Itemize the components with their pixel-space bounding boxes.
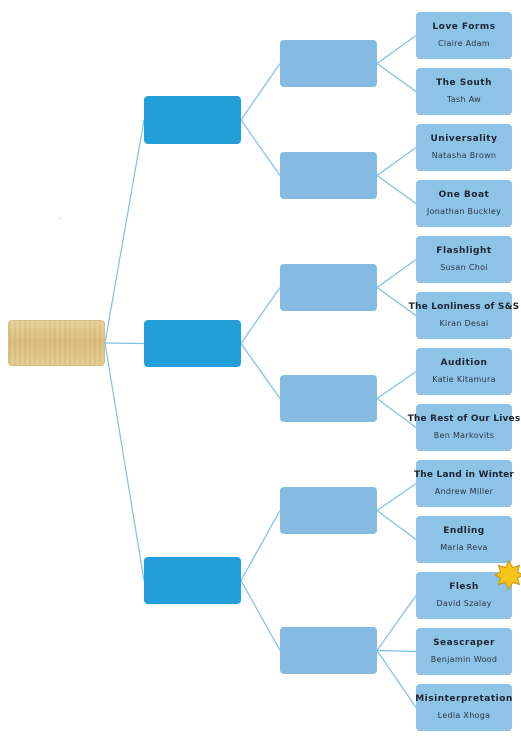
connector-line <box>376 35 417 64</box>
book-title: One Boat <box>438 190 490 200</box>
book-title: Flashlight <box>436 246 492 256</box>
book-author: David Szalay <box>436 599 492 608</box>
root-node <box>8 320 105 366</box>
star-icon <box>494 560 521 590</box>
connector-line <box>240 343 281 399</box>
group-node-3 <box>280 264 377 311</box>
book-author: Kiran Desai <box>439 319 489 328</box>
book-title: Universality <box>430 134 498 144</box>
connector-line <box>376 259 417 288</box>
connector-line <box>376 510 417 540</box>
branch-node-1 <box>144 96 241 144</box>
group-node-1 <box>280 40 377 87</box>
book-node: The Rest of Our Lives Ben Markovits <box>408 404 520 451</box>
connector-line <box>376 63 417 92</box>
book-title: The Rest of Our Lives <box>407 414 521 424</box>
connector-line <box>376 398 417 428</box>
group-node-5 <box>280 487 377 534</box>
group-node-2 <box>280 152 377 199</box>
book-node: Seascraper Benjamin Wood <box>416 628 512 675</box>
book-author: Susan Choi <box>440 263 488 272</box>
connector-line <box>240 580 281 651</box>
group-node-4 <box>280 375 377 422</box>
connector-line <box>376 483 417 511</box>
connector-line <box>376 175 417 204</box>
book-author: Jonathan Buckley <box>426 207 502 216</box>
connector-line <box>376 147 417 176</box>
book-title: The South <box>435 78 493 88</box>
branch-node-3 <box>144 557 241 604</box>
connector-line <box>240 510 281 581</box>
connector-line <box>376 287 417 316</box>
book-node: Love Forms Claire Adam <box>416 12 512 59</box>
book-title: Flesh <box>449 582 479 592</box>
book-title: Misinterpretation <box>415 694 513 704</box>
connector-line <box>376 649 417 653</box>
book-author: Claire Adam <box>438 39 490 48</box>
book-node: Audition Katie Kitamura <box>416 348 512 395</box>
book-node: Endling Maria Reva <box>416 516 512 563</box>
connector-line <box>104 119 145 344</box>
book-node: The Land in Winter Andrew Miller <box>413 460 515 507</box>
book-author: Ledia Xhoga <box>437 711 491 720</box>
connector-line <box>240 287 281 344</box>
book-node: Flashlight Susan Choi <box>416 236 512 283</box>
book-author: Benjamin Wood <box>430 655 498 664</box>
book-node: The South Tash Aw <box>416 68 512 115</box>
book-node: Universality Natasha Brown <box>416 124 512 171</box>
stray-speck <box>60 218 61 219</box>
book-author: Maria Reva <box>440 543 488 552</box>
book-node: The Lonliness of S&S Kiran Desai <box>409 292 519 339</box>
book-title: The Land in Winter <box>413 470 515 480</box>
book-title: The Lonliness of S&S <box>408 302 520 312</box>
book-title: Endling <box>443 526 485 536</box>
branch-node-2 <box>144 320 241 367</box>
connector-line <box>376 595 417 651</box>
book-title: Seascraper <box>433 638 495 648</box>
connector-line <box>104 342 145 345</box>
connector-line <box>240 63 281 121</box>
book-author: Katie Kitamura <box>432 375 496 384</box>
book-node: One Boat Jonathan Buckley <box>416 180 512 227</box>
book-node: Flesh David Szalay <box>416 572 512 619</box>
group-node-6 <box>280 627 377 674</box>
book-title: Love Forms <box>432 22 496 32</box>
book-node: Misinterpretation Ledia Xhoga <box>415 684 513 731</box>
connector-line <box>376 650 417 708</box>
book-title: Audition <box>440 358 488 368</box>
connector-line <box>240 119 281 176</box>
book-author: Tash Aw <box>446 95 482 104</box>
book-author: Andrew Miller <box>434 487 494 496</box>
book-author: Natasha Brown <box>431 151 497 160</box>
book-author: Ben Markovits <box>433 431 495 440</box>
connector-line <box>376 371 417 399</box>
connector-line <box>104 342 145 581</box>
